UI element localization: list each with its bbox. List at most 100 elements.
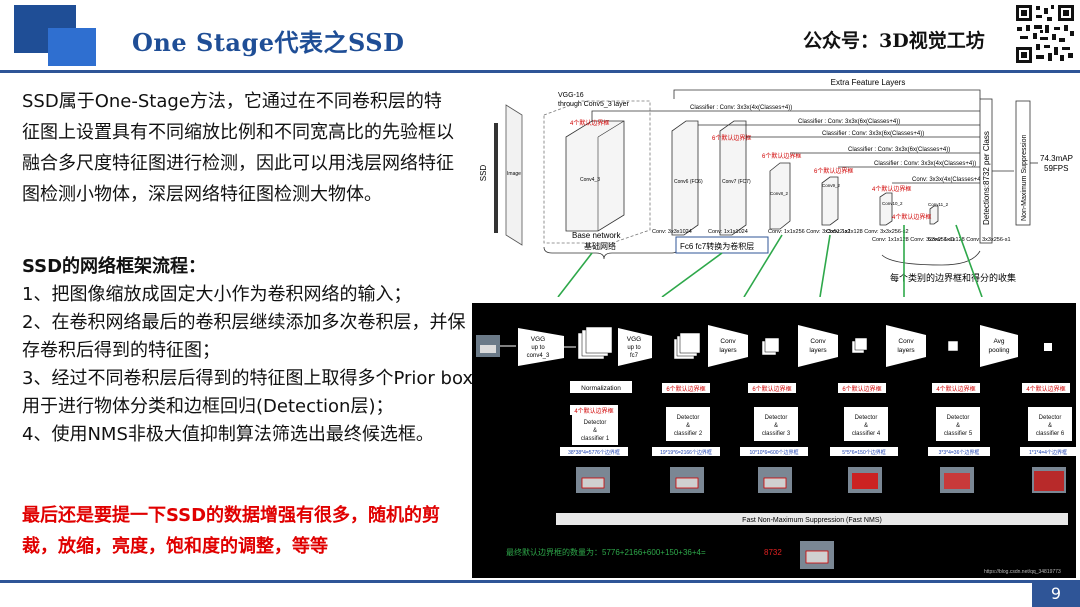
detector-label: Detector [765, 415, 788, 421]
detector-label: Detector [855, 415, 878, 421]
base-network-cn-label: 基础网络 [584, 241, 616, 251]
detector-label: Detector [947, 415, 970, 421]
box-label: 6个默认边界框 [842, 385, 881, 393]
detector-label: & [864, 423, 868, 429]
ssd-input-label: SSD [479, 165, 488, 182]
qr-code-icon [1014, 3, 1076, 65]
total-label: 最终默认边界框的数量为：5776+2166+600+150+36+4= [506, 547, 706, 557]
total-value: 8732 [764, 548, 782, 557]
box-label: 4个默认边界框 [872, 185, 911, 193]
box-label: 6个默认边界框 [814, 167, 853, 175]
stage-label: up to [531, 345, 545, 351]
stage-label: pooling [989, 347, 1010, 354]
classifier-label: Classifier : Conv: 3x3x(6x(Classes+4)) [798, 119, 900, 125]
box-label: 4个默认边界框 [1026, 385, 1065, 393]
image-label: Image [507, 171, 521, 177]
detections-label: Detections:8732 per Class [982, 131, 991, 225]
vgg-sub-label: through Conv5_3 layer [558, 101, 629, 108]
footer-rule [0, 580, 1032, 583]
box-label: 6个默认边界框 [712, 134, 751, 142]
ssd-pipeline-diagram: VGG up to conv4_3 VGG up to fc7 Conv lay… [472, 303, 1076, 578]
layer-name: Conv10_2 [882, 201, 903, 206]
conv-param: Conv: 1x1x256 Conv: 3x3x512-s2 [768, 229, 851, 235]
classifier-label: Conv: 3x3x(4x(Classes+4)) [912, 177, 985, 183]
detector-label: & [593, 428, 597, 434]
nms-label: Non-Maximum Suppression [1021, 135, 1028, 221]
box-label: 6个默认边界框 [762, 152, 801, 160]
conv-param: Conv: 1x1x128 Conv: 3x3x256-s1 [928, 237, 1011, 243]
stage-label: VGG [627, 336, 641, 343]
stage-label: conv4_3 [527, 353, 550, 359]
conv-param: Conv: 3x3x1024 [652, 229, 692, 235]
layer-name: Conv8_2 [770, 191, 789, 196]
base-network-label: Base network [572, 231, 621, 240]
detector-label: classifier 6 [1036, 431, 1065, 437]
box-count: 38*38*4=5776个边界框 [568, 449, 620, 456]
stage-label: Avg [993, 338, 1004, 345]
step-item: 2、在卷积网络最后的卷积层继续添加多次卷积层，并保存卷积后得到的特征图； [22, 312, 466, 361]
fps-result: 59FPS [1044, 164, 1068, 173]
stage-label: layers [809, 347, 827, 354]
steps-list: 1、把图像缩放成固定大小作为卷积网络的输入； 2、在卷积网络最后的卷积层继续添加… [22, 281, 477, 449]
detector-label: classifier 1 [581, 436, 610, 442]
step-item: 1、把图像缩放成固定大小作为卷积网络的输入； [22, 284, 412, 305]
box-label: 4个默认边界框 [936, 385, 975, 393]
box-label: 6个默认边界框 [752, 385, 791, 393]
box-label: 6个默认边界框 [666, 385, 705, 393]
box-label: 4个默认边界框 [892, 213, 931, 221]
layer-name: Conv7 (FC7) [722, 179, 751, 185]
logo-block-light [48, 28, 96, 66]
conv-param: Conv: 1x1x1024 [708, 229, 748, 235]
stage-label: Conv [898, 338, 914, 345]
extra-layers-label: Extra Feature Layers [831, 78, 906, 87]
box-label: 4个默认边界框 [570, 119, 609, 127]
classifier-label: Classifier : Conv: 3x3x(6x(Classes+4)) [822, 131, 924, 137]
layer-name: Conv6 (FC6) [674, 179, 703, 185]
detector-label: classifier 2 [674, 431, 703, 437]
layer-name: Conv4_3 [580, 177, 600, 183]
fc-label: Fc6 fc7转换为卷积层 [680, 241, 754, 251]
ssd-architecture-diagram: Extra Feature Layers VGG-16 through Conv… [472, 75, 1076, 297]
conv-param: Conv: 1x1x128 Conv: 3x3x256-s2 [826, 229, 909, 235]
detector-label: & [774, 423, 778, 429]
classifier-label: Classifier : Conv: 3x3x(4x(Classes+4)) [874, 161, 976, 167]
layer-name: Conv11_2 [928, 202, 949, 207]
watermark: https://blog.csdn.net/qq_34819773 [984, 569, 1061, 575]
section-title: SSD的网络框架流程： [22, 256, 207, 277]
slide-title: One Stage代表之SSD [132, 28, 405, 57]
collect-label: 每个类别的边界框和得分的收集 [890, 272, 1016, 283]
page-number: 9 [1032, 580, 1080, 607]
classifier-label: Classifier : Conv: 3x3x(4x(Classes+4)) [690, 105, 792, 111]
layer-name: Conv9_2 [822, 183, 841, 188]
detector-label: & [956, 423, 960, 429]
stage-label: fc7 [630, 353, 639, 359]
detector-label: classifier 4 [852, 431, 881, 437]
stage-label: Conv [720, 338, 736, 345]
box-count: 19*19*6=2166个边界框 [660, 449, 712, 456]
stage-label: layers [897, 347, 915, 354]
augmentation-note: 最后还是要提一下SSD的数据增强有很多，随机的剪裁，放缩，亮度，饱和度的调整，等… [22, 505, 441, 557]
detector-label: classifier 3 [762, 431, 791, 437]
detector-label: & [1048, 423, 1052, 429]
box-count: 1*1*4=4个边界框 [1029, 449, 1067, 456]
map-result: 74.3mAP [1040, 154, 1073, 163]
stage-label: up to [627, 345, 641, 351]
stage-label: VGG [531, 336, 545, 343]
vgg-label: VGG-16 [558, 92, 584, 99]
stage-label: Conv [810, 338, 826, 345]
detector-label: Detector [677, 415, 700, 421]
box-label: 4个默认边界框 [574, 407, 613, 415]
brand-label: 公众号：3D视觉工坊 [803, 30, 985, 52]
box-count: 5*5*6=150个边界框 [842, 449, 886, 456]
detector-label: classifier 5 [944, 431, 973, 437]
detector-label: Detector [1039, 415, 1062, 421]
conv-param: Conv: 1x1x128 Conv: 3x3x256-s1 [872, 237, 955, 243]
detector-label: & [686, 423, 690, 429]
step-item: 4、使用NMS非极大值抑制算法筛选出最终候选框。 [22, 424, 434, 445]
intro-paragraph: SSD属于One-Stage方法，它通过在不同卷积层的特征图上设置具有不同缩放比… [22, 91, 454, 205]
box-count: 10*10*6=600个边界框 [749, 449, 798, 456]
nms-bar: Fast Non-Maximum Suppression (Fast NMS) [742, 517, 882, 524]
normalization-box: Normalization [581, 385, 621, 392]
classifier-label: Classifier : Conv: 3x3x(6x(Classes+4)) [848, 147, 950, 153]
header-rule [0, 70, 1080, 73]
